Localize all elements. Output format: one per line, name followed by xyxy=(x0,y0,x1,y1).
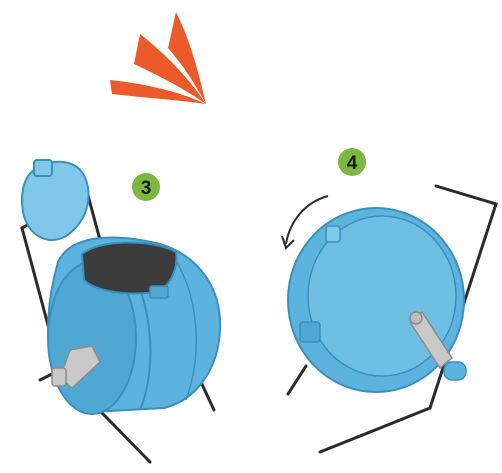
step-3-badge: 3 xyxy=(132,173,160,201)
step-4-number: 4 xyxy=(347,153,358,174)
tumbler-closed-rotating xyxy=(282,186,496,452)
tumbler-open-lid xyxy=(22,160,220,462)
step-3-number: 3 xyxy=(141,178,152,199)
orange-swoosh-arrow-icon xyxy=(110,12,206,104)
step-4-badge: 4 xyxy=(338,148,366,176)
